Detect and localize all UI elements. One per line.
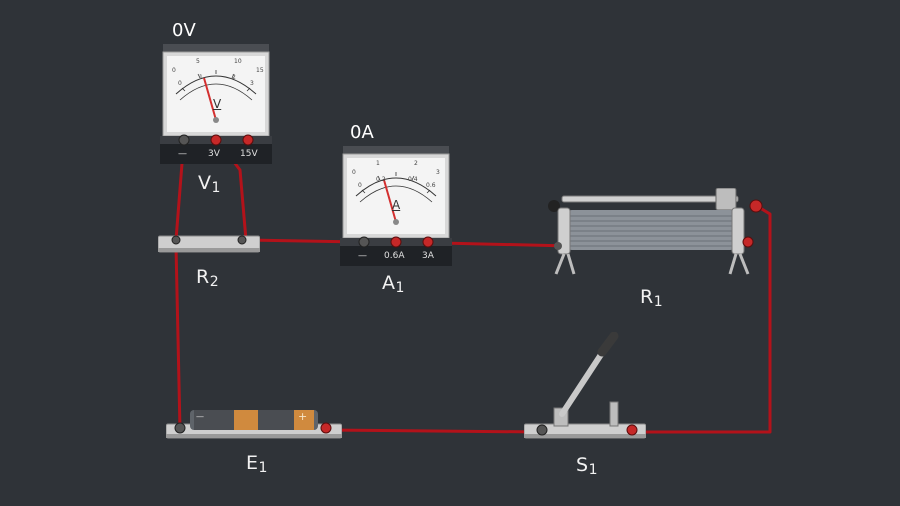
switch-terminal-right[interactable] — [626, 424, 638, 436]
ammeter-terminal-label-minus: — — [358, 251, 367, 261]
voltmeter-terminal-15v[interactable] — [242, 134, 254, 146]
voltmeter-scale-top-15: 15 — [256, 67, 264, 74]
ammeter-scale-bottom-0: 0 — [358, 182, 362, 189]
voltmeter-scale-top-5: 5 — [196, 58, 200, 65]
switch-s1[interactable] — [524, 332, 646, 444]
rheostat-slider[interactable] — [715, 188, 737, 211]
switch-lever[interactable] — [559, 347, 607, 417]
rheostat-terminal-right[interactable] — [742, 236, 754, 248]
ammeter-scale-top-2: 2 — [414, 160, 418, 167]
voltmeter-scale-top-0: 0 — [172, 67, 176, 74]
ammeter-scale-top-1: 1 — [376, 160, 380, 167]
voltmeter-scale-top-10: 10 — [234, 58, 242, 65]
battery-minus-sign: — — [196, 412, 204, 421]
battery-terminal-plus[interactable] — [320, 422, 332, 434]
battery-e1[interactable] — [166, 404, 342, 444]
ammeter-scale-bottom-0-6: 0.6 — [426, 182, 436, 189]
battery-terminal-minus[interactable] — [174, 422, 186, 434]
rheostat-r1[interactable] — [544, 188, 766, 278]
voltmeter-face-letter: V — [213, 97, 222, 111]
ammeter[interactable] — [340, 146, 452, 266]
r2-terminal-right[interactable] — [237, 235, 247, 245]
rheostat-terminal-left[interactable] — [554, 242, 562, 250]
wire-battery-to-switch[interactable] — [324, 428, 544, 434]
voltmeter-terminal-3v[interactable] — [210, 134, 222, 146]
battery-plus-sign: + — [298, 410, 308, 423]
switch-terminal-left[interactable] — [536, 424, 548, 436]
r2-label: R2 — [196, 266, 220, 290]
resistor-r2[interactable] — [158, 232, 260, 254]
voltmeter-scale-bottom-1: 1 — [199, 74, 203, 81]
r2-terminal-left[interactable] — [171, 235, 181, 245]
voltmeter[interactable] — [160, 44, 272, 164]
rheostat-terminal-top-right[interactable] — [749, 199, 763, 213]
ammeter-terminal-minus[interactable] — [358, 236, 370, 248]
voltmeter-name: V1 — [198, 172, 221, 196]
ammeter-face-letter: A — [392, 198, 401, 212]
ammeter-reading: 0A — [350, 122, 374, 143]
wire-r2-to-battery[interactable] — [174, 244, 182, 432]
ammeter-terminal-3a[interactable] — [422, 236, 434, 248]
voltmeter-scale-bottom-2: 2 — [232, 74, 236, 81]
voltmeter-needle — [203, 77, 217, 121]
voltmeter-terminal-label-15v: 15V — [240, 149, 258, 159]
ammeter-terminal-label-0-6a: 0.6A — [384, 251, 405, 261]
s1-label: S1 — [576, 454, 598, 478]
ammeter-name: A1 — [382, 272, 405, 296]
voltmeter-scale-bottom-3: 3 — [250, 80, 254, 87]
ammeter-scale-top-0: 0 — [352, 169, 356, 176]
voltmeter-reading: 0V — [172, 20, 196, 41]
ammeter-terminal-label-3a: 3A — [422, 251, 434, 261]
ammeter-scale-top-3: 3 — [436, 169, 440, 176]
r1-label: R1 — [640, 286, 664, 310]
ammeter-terminal-0-6a[interactable] — [390, 236, 402, 248]
ammeter-scale-bottom-0-2: 0.2 — [376, 176, 386, 183]
ammeter-scale-bottom-0-4: 0.4 — [408, 176, 418, 183]
wire-rheostat-to-switch[interactable] — [632, 204, 772, 434]
ammeter-needle — [383, 179, 397, 223]
voltmeter-scale-bottom-0: 0 — [178, 80, 182, 87]
voltmeter-terminal-label-3v: 3V — [208, 149, 220, 159]
voltmeter-terminal-minus[interactable] — [178, 134, 190, 146]
voltmeter-terminal-label-minus: — — [178, 149, 187, 159]
e1-label: E1 — [246, 452, 268, 476]
